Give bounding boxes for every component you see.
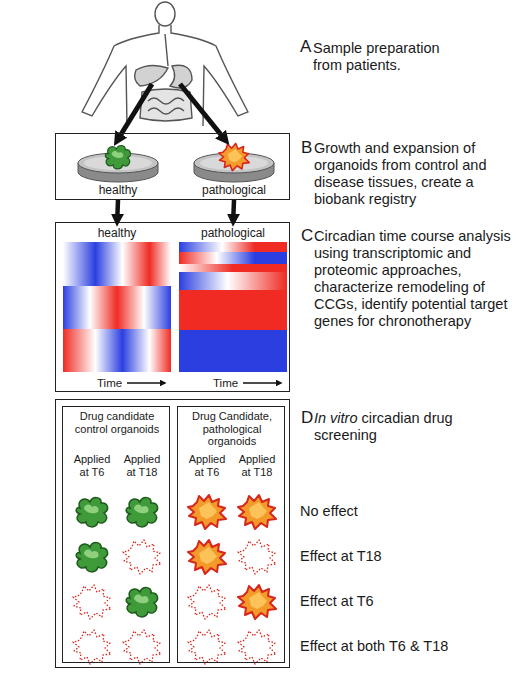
step-description: Sample preparation from patients.	[313, 40, 463, 74]
axis-label: Time	[97, 376, 122, 390]
organoid-group: Drug Candidate, pathological organoidsAp…	[177, 406, 285, 663]
heatmap-panel: healthyTime	[63, 226, 171, 390]
petri-dish: pathological	[184, 139, 284, 200]
step-panel: DIn vitrocircadian drug screeningDrug ca…	[55, 399, 290, 668]
row-label: No effect	[300, 503, 358, 520]
step-letter: C	[301, 226, 313, 246]
step-description: Circadian time course analysis using tra…	[314, 228, 524, 330]
step-panel: BGrowth and expansion of organoids from …	[55, 133, 290, 200]
heatmap-panel: pathologicalTime	[179, 226, 287, 390]
row-label: Effect at both T6 & T18	[300, 638, 448, 655]
step-panel: CCircadian time course analysis using tr…	[55, 222, 290, 392]
heatmap	[63, 242, 287, 372]
column-label: Applied at T18	[119, 453, 165, 478]
step-description: In vitro	[314, 410, 358, 426]
step-description: Growth and expansion of organoids from c…	[314, 140, 519, 208]
sampling-arrow	[120, 84, 222, 136]
flow-arrow	[231, 200, 236, 216]
organoid-icon	[73, 495, 276, 664]
petri-dish-drawing	[78, 143, 274, 182]
step-letter: D	[301, 408, 313, 428]
dish-label: healthy	[70, 183, 166, 197]
petri-dish: healthy	[70, 139, 166, 200]
group-title: Drug Candidate, pathological organoids	[180, 410, 284, 448]
step-letter: A	[300, 37, 311, 57]
text-group: In vitrocircadian drug screening	[314, 410, 504, 444]
flow-arrow	[115, 200, 120, 216]
column-label: Applied at T18	[234, 453, 280, 478]
column-label: Applied at T6	[69, 453, 115, 478]
step-letter: B	[301, 138, 312, 158]
group-title: Drug candidate control organoids	[65, 410, 169, 435]
row-label: Effect at T6	[300, 593, 374, 610]
panel-title: pathological	[179, 226, 287, 240]
column-label: Applied at T6	[184, 453, 230, 478]
dish-label: pathological	[184, 183, 284, 197]
human-figure	[82, 2, 248, 126]
row-label: Effect at T18	[300, 548, 382, 565]
time-axis-arrow	[127, 383, 277, 384]
organoid-group: Drug candidate control organoidsApplied …	[62, 406, 170, 663]
axis-label: Time	[213, 376, 238, 390]
panel-title: healthy	[63, 226, 171, 240]
